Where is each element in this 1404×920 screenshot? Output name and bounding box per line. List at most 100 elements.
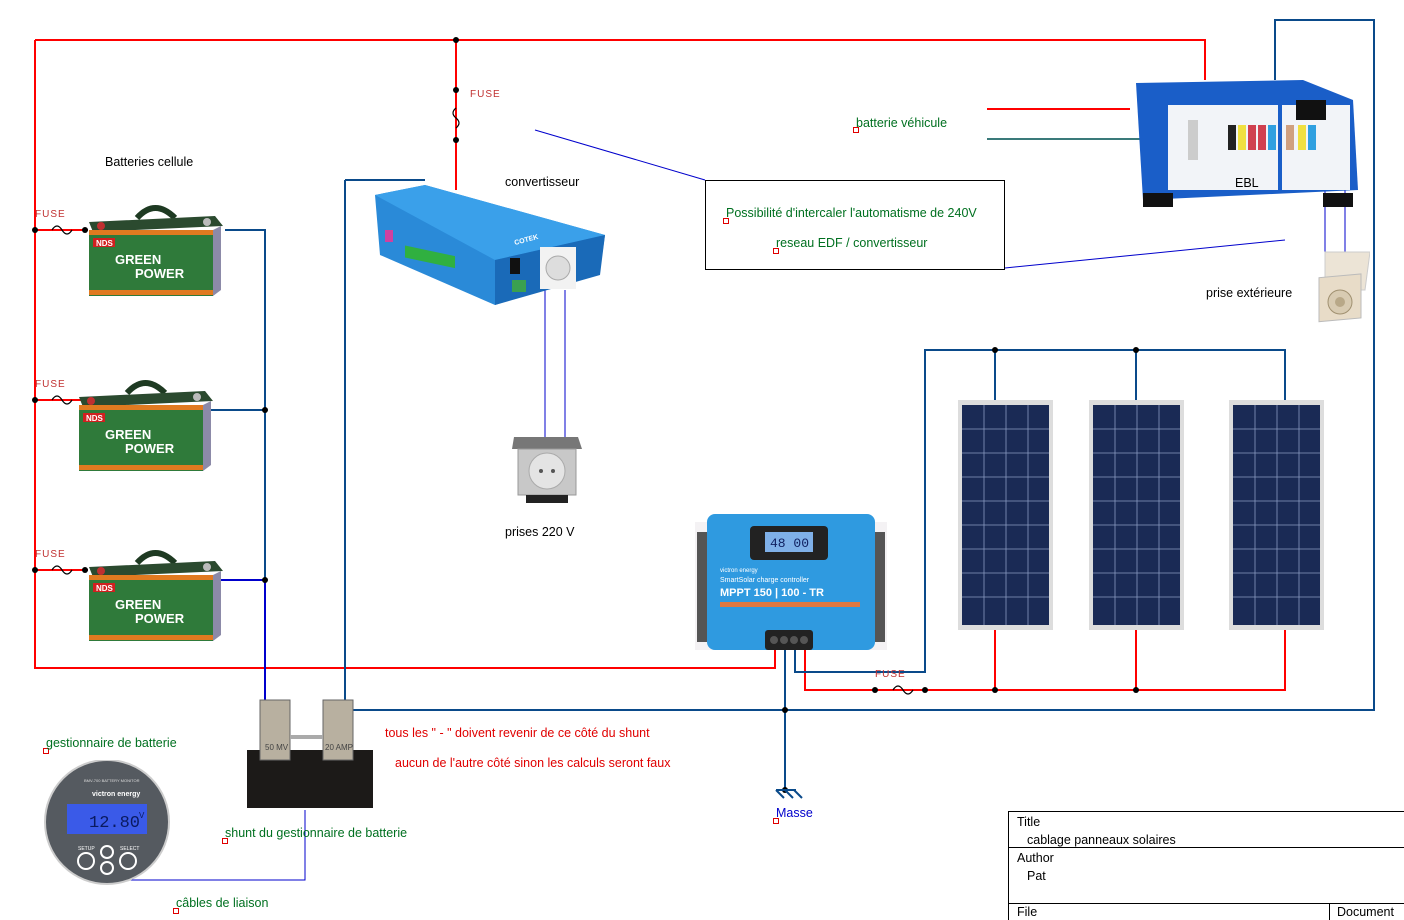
inverter: COTEK — [365, 175, 610, 310]
positive-wire-panels — [804, 630, 1286, 691]
fuse-symbol-battery3 — [51, 565, 73, 575]
monitor-reading: 12.80 — [89, 814, 140, 833]
ebl-unit — [1128, 75, 1368, 210]
label-fuse-battery1: FUSE — [35, 209, 66, 220]
monitor-setup-button — [77, 852, 95, 870]
battery-model-line2: POWER — [135, 266, 185, 281]
label-shunt: shunt du gestionnaire de batterie — [225, 826, 408, 840]
note-box — [705, 180, 1005, 270]
fuse-symbol-inverter — [452, 107, 460, 129]
battery-model-line1: GREEN — [115, 252, 161, 267]
label-vehicle-battery: batterie véhicule — [856, 116, 948, 130]
monitor-plus-button — [100, 845, 114, 859]
junction-dot — [872, 687, 878, 693]
title-block-divider — [1329, 904, 1330, 920]
note-line-2: reseau EDF / convertisseur — [776, 236, 928, 250]
mppt-brand: victron energy — [720, 568, 758, 574]
battery-model-line1: GREEN — [105, 427, 151, 442]
external-socket — [1315, 250, 1371, 325]
mppt-display: 48 00 — [770, 536, 809, 551]
monitor-brand: victron energy — [92, 791, 140, 798]
junction-dot — [453, 37, 459, 43]
label-converter: convertisseur — [505, 175, 580, 189]
label-outlets: prises 220 V — [505, 525, 575, 539]
warning-line-1: tous les " - " doivent revenir de ce côt… — [385, 726, 650, 740]
text-anchor-marker — [773, 818, 779, 824]
text-anchor-marker — [853, 127, 859, 133]
monitor-unit: V — [139, 811, 145, 820]
junction-dot — [453, 137, 459, 143]
mppt-charge-controller: 48 00 victron energy SmartSolar charge c… — [695, 512, 887, 660]
label-fuse-inverter: FUSE — [470, 89, 501, 100]
battery-1: NDS GREEN POWER — [85, 200, 225, 300]
junction-dot — [453, 87, 459, 93]
solar-panel-3 — [1229, 400, 1324, 630]
outlet-220v — [512, 435, 582, 505]
warning-line-2: aucun de l'autre côté sinon les calculs … — [395, 756, 671, 770]
junction-dot — [1133, 347, 1139, 353]
negative-wire-panels — [794, 349, 1286, 673]
positive-wire-main — [35, 39, 1206, 80]
junction-dot — [262, 407, 268, 413]
battery-model-line1: GREEN — [115, 597, 161, 612]
junction-dot — [992, 687, 998, 693]
mppt-model: MPPT 150 | 100 - TR — [720, 587, 824, 599]
fuse-symbol-battery2 — [51, 395, 73, 405]
label-fuse-battery3: FUSE — [35, 549, 66, 560]
solar-panel-2 — [1089, 400, 1184, 630]
ground-icon — [775, 789, 803, 799]
monitor-model: BMV-700 BATTERY MONITOR — [84, 778, 140, 783]
title-block: Title cablage panneaux solaires Author P… — [1008, 811, 1404, 920]
junction-dot — [262, 577, 268, 583]
fuse-symbol-panels — [892, 685, 914, 695]
junction-dot — [32, 567, 38, 573]
author-value: Pat — [1027, 869, 1046, 883]
note-connector-right — [1004, 239, 1286, 269]
negative-wire-batteries — [225, 229, 266, 710]
monitor-select-label: SELECT — [120, 846, 139, 852]
text-anchor-marker — [723, 218, 729, 224]
battery-brand: NDS — [86, 414, 104, 423]
label-fuse-battery2: FUSE — [35, 379, 66, 390]
battery-model-line2: POWER — [135, 611, 185, 626]
title-label: Title — [1017, 815, 1041, 829]
shunt-rating-right: 20 AMP — [325, 743, 353, 752]
note-line-1: Possibilité d'intercaler l'automatisme d… — [726, 206, 977, 220]
junction-dot — [32, 397, 38, 403]
shunt-rating-left: 50 MV — [265, 743, 289, 752]
text-anchor-marker — [773, 248, 779, 254]
title-value: cablage panneaux solaires — [1027, 833, 1176, 847]
note-connector-left — [534, 129, 706, 181]
battery-monitor: BMV-700 BATTERY MONITOR victron energy 1… — [42, 759, 172, 885]
file-label: File — [1017, 905, 1038, 919]
negative-wire-inverter — [344, 179, 425, 710]
monitor-minus-button — [100, 861, 114, 875]
battery-shunt: 50 MV 20 AMP — [245, 695, 375, 810]
battery-brand: NDS — [96, 239, 114, 248]
text-anchor-marker — [173, 908, 179, 914]
junction-dot — [992, 347, 998, 353]
junction-dot — [32, 227, 38, 233]
label-batteries: Batteries cellule — [105, 155, 194, 169]
junction-dot — [922, 687, 928, 693]
label-ground: Masse — [776, 806, 813, 820]
battery-model-line2: POWER — [125, 441, 175, 456]
label-external-socket: prise extérieure — [1206, 286, 1293, 300]
battery-brand: NDS — [96, 584, 114, 593]
label-ebl: EBL — [1235, 176, 1259, 190]
label-fuse-panels: FUSE — [875, 669, 906, 680]
label-battery-monitor: gestionnaire de batterie — [46, 736, 177, 750]
battery-2: NDS GREEN POWER — [75, 375, 215, 475]
negative-wire-main — [345, 19, 1375, 711]
monitor-link-cable — [125, 810, 306, 881]
author-label: Author — [1017, 851, 1054, 865]
monitor-setup-label: SETUP — [78, 846, 95, 852]
junction-dot — [82, 227, 88, 233]
battery-3: NDS GREEN POWER — [85, 545, 225, 645]
mppt-subtitle: SmartSolar charge controller — [720, 577, 810, 584]
text-anchor-marker — [43, 748, 49, 754]
title-block-title-row: Title cablage panneaux solaires — [1009, 812, 1404, 848]
label-link-cables: câbles de liaison — [176, 896, 269, 910]
junction-dot — [82, 567, 88, 573]
